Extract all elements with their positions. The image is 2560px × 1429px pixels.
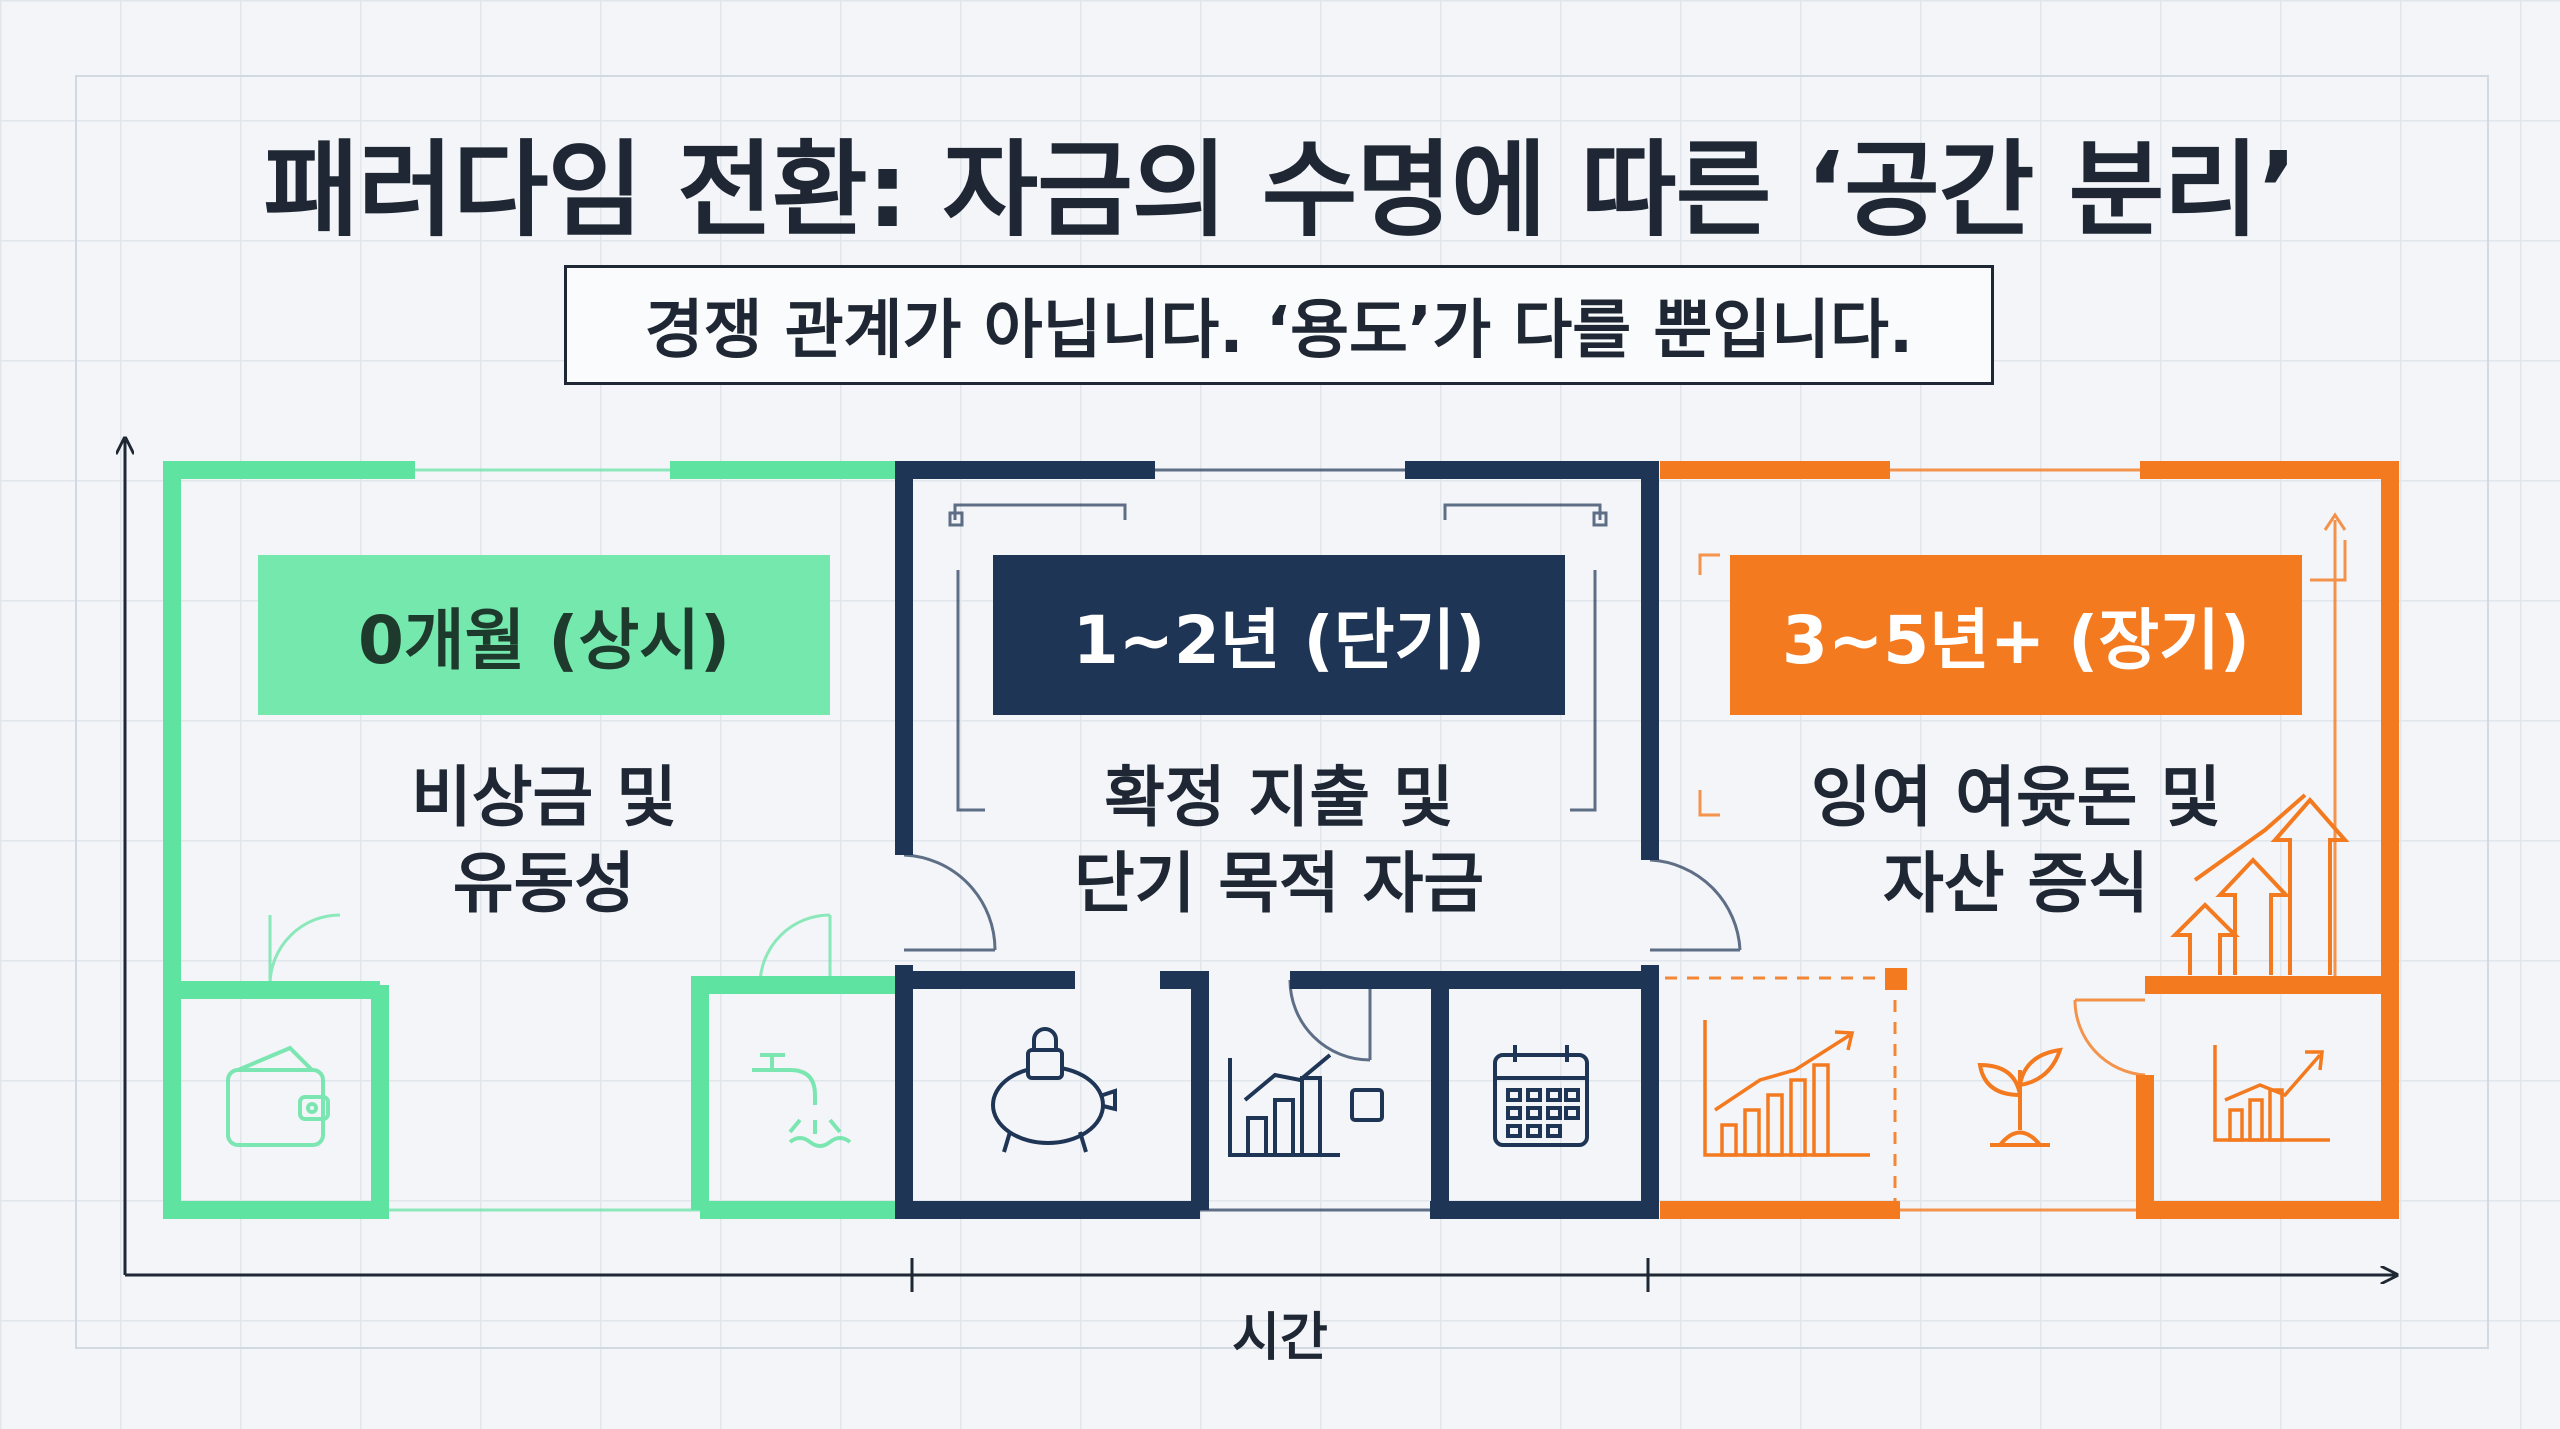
calendar-icon — [1493, 1045, 1589, 1147]
subtitle-text: 경쟁 관계가 아닙니다. ‘용도’가 다를 뿐입니다. — [644, 294, 1914, 368]
page-title: 패러다임 전환: 자금의 수명에 따른 ‘공간 분리’ — [263, 129, 2297, 251]
zone-0-description: 비상금 및 유동성 — [258, 755, 830, 927]
zone-2-description: 잉여 여윳돈 및 자산 증식 — [1730, 755, 2302, 927]
growth-chart-icon — [1703, 1020, 1870, 1157]
frame-outline — [75, 75, 2489, 1349]
zone-2-label: 3~5년+ (장기) — [1730, 555, 2302, 715]
zone-1-description: 확정 지출 및 단기 목적 자금 — [993, 755, 1565, 927]
zone-2-desc-line2: 자산 증식 — [1883, 845, 2149, 922]
zone-0-label: 0개월 (상시) — [258, 555, 830, 715]
x-axis-label: 시간 — [1232, 1308, 1328, 1368]
zone-1-desc-line1: 확정 지출 및 — [1104, 759, 1454, 836]
zone-0-label-text: 0개월 (상시) — [357, 602, 731, 679]
wallet-icon — [226, 1045, 330, 1147]
zone-2-label-text: 3~5년+ (장기) — [1782, 602, 2250, 679]
bar-chart-icon — [1228, 1053, 1384, 1157]
zone-0-walls — [163, 461, 900, 1219]
zone-1-label-text: 1~2년 (단기) — [1072, 602, 1486, 679]
subtitle-box: 경쟁 관계가 아닙니다. ‘용도’가 다를 뿐입니다. — [564, 265, 1994, 385]
faucet-icon — [752, 1053, 852, 1148]
zone-1-label: 1~2년 (단기) — [993, 555, 1565, 715]
rising-arrows-icon — [2170, 793, 2350, 975]
zone-0-desc-line2: 유동성 — [452, 845, 636, 922]
sprout-icon — [1977, 1047, 2063, 1147]
zone-2-desc-line1: 잉여 여윳돈 및 — [1810, 759, 2222, 836]
time-axis — [125, 440, 2395, 1292]
piggy-bank-lock-icon — [991, 1027, 1117, 1153]
zone-1-desc-line2: 단기 목적 자금 — [1073, 845, 1485, 922]
trend-up-icon — [2213, 1045, 2330, 1142]
zone-2-walls — [1660, 461, 2399, 1219]
zone-0-desc-line1: 비상금 및 — [411, 759, 677, 836]
zone-1-walls — [895, 461, 1659, 1219]
